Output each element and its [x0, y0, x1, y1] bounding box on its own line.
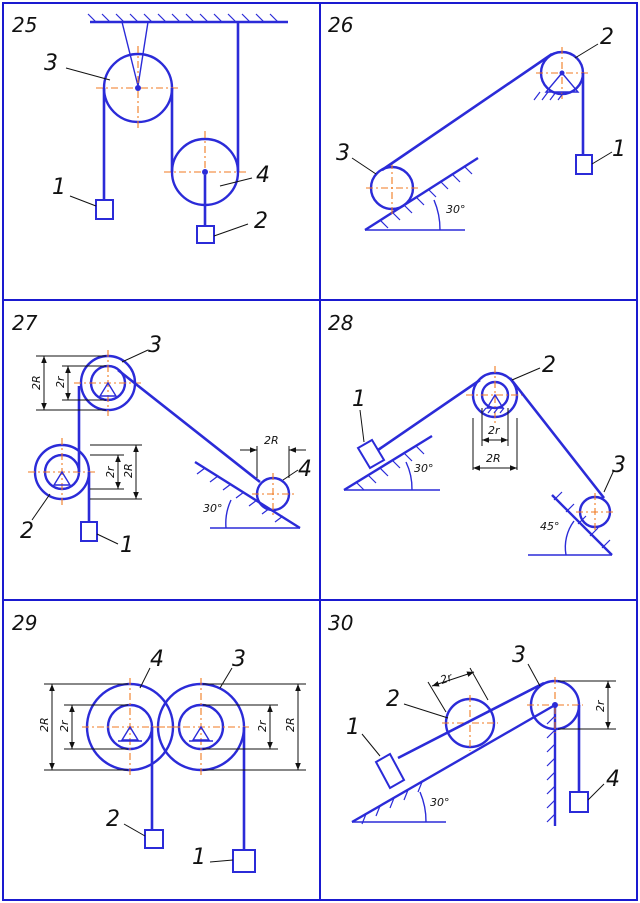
incline-30: 30°	[343, 434, 440, 492]
svg-text:3: 3	[232, 647, 246, 672]
svg-text:1: 1	[52, 175, 66, 200]
panel-29: 29 2R	[12, 611, 306, 873]
block-1	[374, 752, 406, 790]
incline-30: 30°	[194, 460, 301, 530]
svg-text:30°: 30°	[430, 796, 450, 809]
panel-25: 25	[12, 13, 288, 244]
svg-text:2r: 2r	[54, 375, 67, 388]
svg-text:4: 4	[606, 767, 620, 792]
svg-text:2R: 2R	[284, 717, 297, 732]
ceiling-support	[87, 13, 288, 87]
panel-number: 29	[12, 611, 37, 635]
svg-text:3: 3	[336, 141, 350, 166]
rope	[381, 52, 553, 172]
svg-text:2R: 2R	[264, 434, 279, 447]
svg-text:3: 3	[512, 643, 526, 668]
pulley-3	[527, 677, 583, 733]
part-labels: 1 2 3 4	[44, 51, 270, 237]
svg-text:1: 1	[346, 715, 360, 740]
incline-45: 45°	[528, 491, 613, 556]
svg-text:2: 2	[600, 25, 614, 50]
part-labels: 1 2 3 4	[106, 647, 246, 870]
panel-27: 27 30°	[12, 311, 312, 558]
svg-text:2r: 2r	[488, 424, 501, 437]
panel-number: 30	[328, 611, 353, 635]
svg-text:4: 4	[298, 457, 312, 482]
stepped-pulley-2	[466, 366, 524, 424]
svg-text:1: 1	[352, 387, 366, 412]
svg-text:3: 3	[44, 51, 58, 76]
svg-text:2r: 2r	[439, 670, 456, 687]
panel-30: 30 30°	[328, 611, 620, 826]
svg-text:2r: 2r	[594, 699, 607, 712]
rope	[377, 378, 481, 452]
fixed-pulley-3	[96, 46, 180, 130]
dimensions: 2R 2r 2r 2R	[38, 683, 306, 771]
svg-text:2r: 2r	[58, 719, 71, 732]
part-labels: 1 2 3 4	[20, 333, 312, 558]
svg-text:1: 1	[192, 845, 206, 870]
svg-text:2r: 2r	[256, 719, 269, 732]
load-2	[196, 225, 215, 244]
part-labels: 1 2 3	[336, 25, 626, 175]
load-1	[232, 849, 256, 873]
dimensions: 2r 2R	[472, 408, 518, 471]
part-labels: 1 2 3	[352, 353, 626, 493]
svg-text:3: 3	[148, 333, 162, 358]
incline-30: 30°	[364, 156, 479, 232]
svg-text:30°: 30°	[203, 502, 223, 515]
svg-text:2R: 2R	[486, 452, 501, 465]
svg-text:2R: 2R	[30, 375, 43, 390]
rope	[397, 681, 545, 760]
roller-2	[442, 695, 498, 751]
panel-number: 27	[12, 311, 38, 335]
load-2	[144, 829, 164, 849]
svg-text:2: 2	[20, 519, 34, 544]
svg-text:30°: 30°	[414, 462, 434, 475]
rope	[117, 368, 261, 484]
svg-text:2R: 2R	[122, 463, 135, 478]
svg-text:4: 4	[150, 647, 164, 672]
svg-text:2R: 2R	[38, 717, 51, 732]
stepped-pulley-2	[28, 438, 96, 506]
panel-26: 26 30° 1	[328, 13, 626, 232]
svg-text:1: 1	[612, 137, 626, 162]
svg-text:2: 2	[542, 353, 556, 378]
incline-30: 30°	[351, 703, 557, 826]
svg-text:2: 2	[386, 687, 400, 712]
dimensions: 2r 2r	[427, 667, 616, 730]
svg-text:45°: 45°	[540, 520, 560, 533]
load-4	[569, 791, 589, 813]
roller-3	[366, 162, 418, 214]
rope	[508, 377, 606, 499]
svg-text:2: 2	[254, 209, 268, 234]
svg-text:1: 1	[120, 533, 134, 558]
svg-text:4: 4	[256, 163, 270, 188]
load-1	[575, 154, 593, 175]
panel-number: 28	[328, 311, 353, 335]
svg-text:2: 2	[106, 807, 120, 832]
panel-28: 28 30° 45°	[328, 311, 626, 556]
load-1	[80, 521, 98, 542]
block-1	[356, 438, 386, 470]
dimensions: 2R 2r 2r 2R 2R	[30, 355, 306, 500]
svg-text:2r: 2r	[104, 465, 117, 478]
part-labels: 1 2 3 4	[346, 643, 620, 801]
panel-number: 25	[12, 13, 37, 37]
svg-text:30°: 30°	[446, 203, 466, 216]
load-1	[95, 199, 114, 220]
cylinder-3	[576, 493, 614, 531]
cylinder-4	[252, 473, 294, 515]
panel-number: 26	[328, 13, 353, 37]
svg-text:3: 3	[612, 453, 626, 478]
stepped-pulley-3	[74, 350, 142, 416]
ropes	[102, 22, 240, 226]
